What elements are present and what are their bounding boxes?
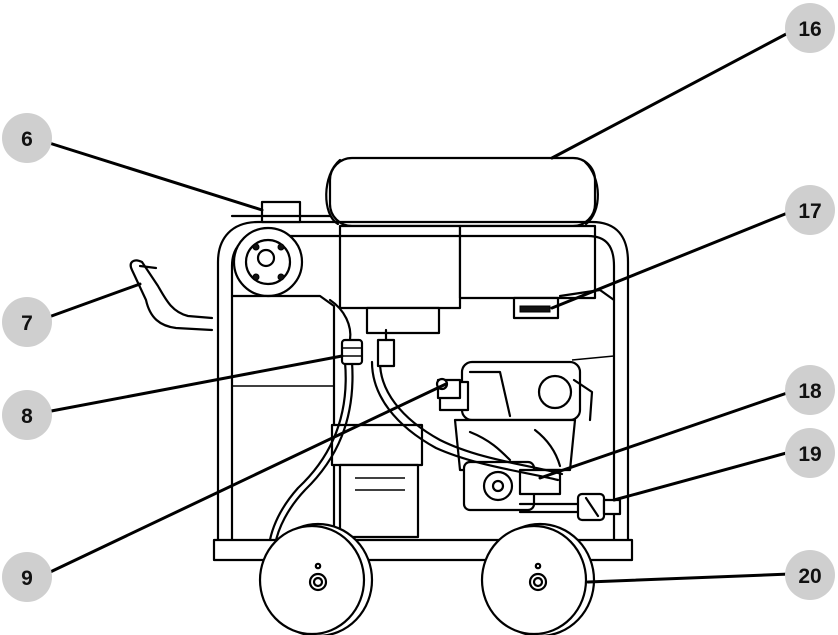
sensor-bracket (512, 296, 560, 320)
callout-7: 7 (2, 297, 52, 347)
outlet-fitting (576, 492, 622, 522)
top-tank (325, 156, 599, 228)
machine-illustration (129, 156, 634, 635)
push-handle (129, 259, 214, 332)
callout-17: 17 (785, 185, 835, 235)
engine (438, 360, 594, 472)
inline-filter (340, 338, 364, 366)
callout-16-label: 16 (798, 18, 821, 41)
leader-9 (44, 382, 448, 576)
callout-18: 18 (785, 365, 835, 415)
callout-17-label: 17 (798, 200, 821, 223)
callout-6: 6 (2, 113, 52, 163)
callouts: 6 7 8 9 16 17 18 19 (2, 3, 835, 602)
heater-housing (338, 224, 597, 335)
callout-16: 16 (785, 3, 835, 53)
valve (376, 328, 462, 400)
lower-box (330, 423, 424, 539)
right-wheel (480, 522, 596, 635)
leader-17 (550, 210, 792, 310)
callout-19: 19 (785, 428, 835, 478)
callout-20: 20 (785, 550, 835, 600)
left-wheel (258, 522, 374, 635)
callout-9-label: 9 (21, 567, 33, 590)
leader-6 (44, 140, 264, 212)
leader-18 (538, 390, 792, 480)
callout-20-label: 20 (798, 565, 821, 588)
leader-19 (612, 450, 792, 502)
leader-lines (44, 30, 792, 584)
callout-18-label: 18 (798, 380, 822, 403)
callout-7-label: 7 (21, 312, 33, 335)
leader-20 (586, 572, 792, 584)
callout-19-label: 19 (798, 443, 821, 466)
leader-16 (550, 30, 792, 160)
pump (462, 460, 562, 512)
callout-8-label: 8 (21, 405, 33, 428)
callout-8: 8 (2, 390, 52, 440)
leader-8 (44, 354, 344, 414)
hoses (267, 298, 582, 547)
callout-6-label: 6 (21, 128, 33, 151)
callout-9: 9 (2, 552, 52, 602)
left-side-panel (230, 294, 336, 540)
leader-7 (44, 282, 142, 320)
pulley-assembly (230, 200, 332, 298)
